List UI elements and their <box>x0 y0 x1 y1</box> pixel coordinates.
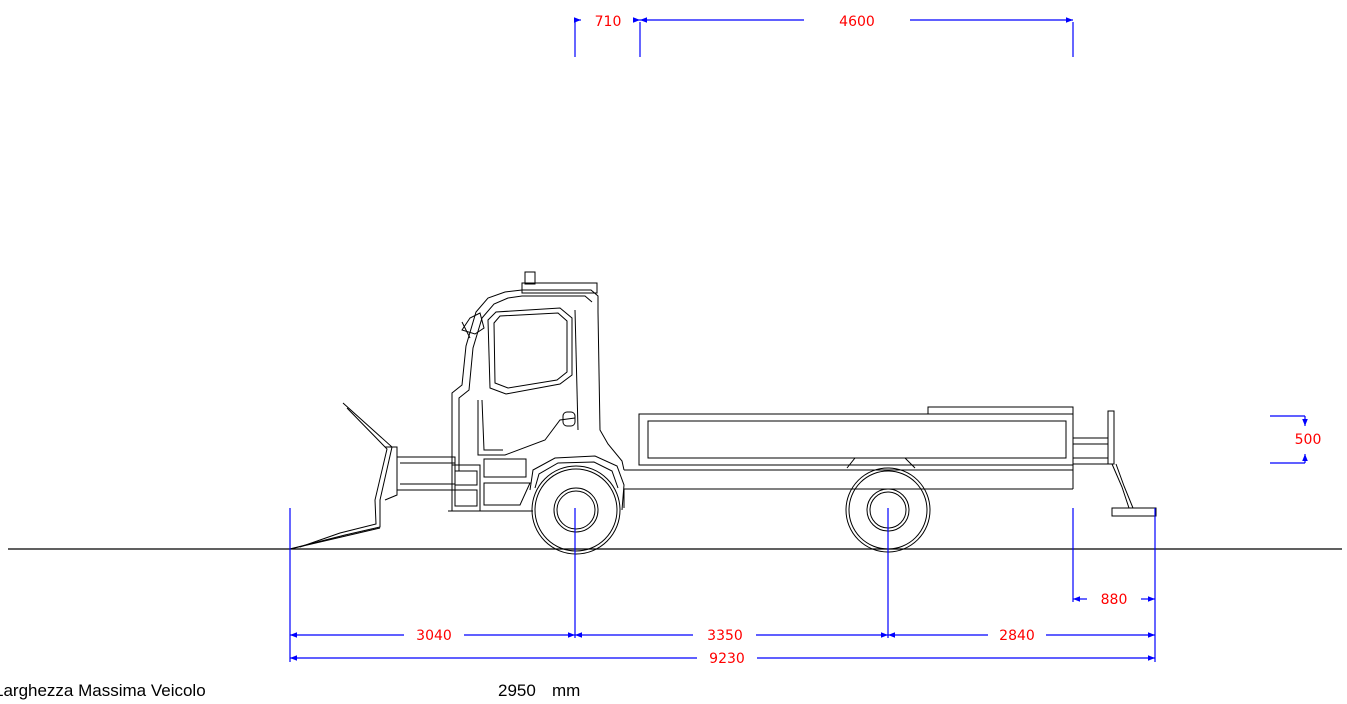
footer-unit: mm <box>552 681 581 700</box>
front-wheel <box>531 465 621 555</box>
dim-height-small: 500 <box>1295 432 1322 448</box>
dim-top-left: 710 <box>595 14 622 30</box>
dim-top-right: 4600 <box>839 14 875 30</box>
dimension-labels: 710 4600 3040 3350 2840 9230 880 500 <box>416 14 1321 667</box>
footer-value: 2950 <box>498 681 536 700</box>
snow-plow-blade <box>289 402 456 550</box>
truck-outline <box>289 271 1157 555</box>
dim-overhang-rear: 2840 <box>999 628 1035 644</box>
rear-attachment <box>1072 410 1157 517</box>
dimension-lines <box>289 17 1308 662</box>
cab <box>448 271 625 512</box>
footer-label: Larghezza Massima Veicolo <box>0 681 206 700</box>
dim-overhang-front: 3040 <box>416 628 452 644</box>
dim-wheelbase: 3350 <box>707 628 743 644</box>
dim-total-length: 9230 <box>709 651 745 667</box>
dim-rear-tool: 880 <box>1101 592 1128 608</box>
cargo-bed <box>623 406 1074 508</box>
